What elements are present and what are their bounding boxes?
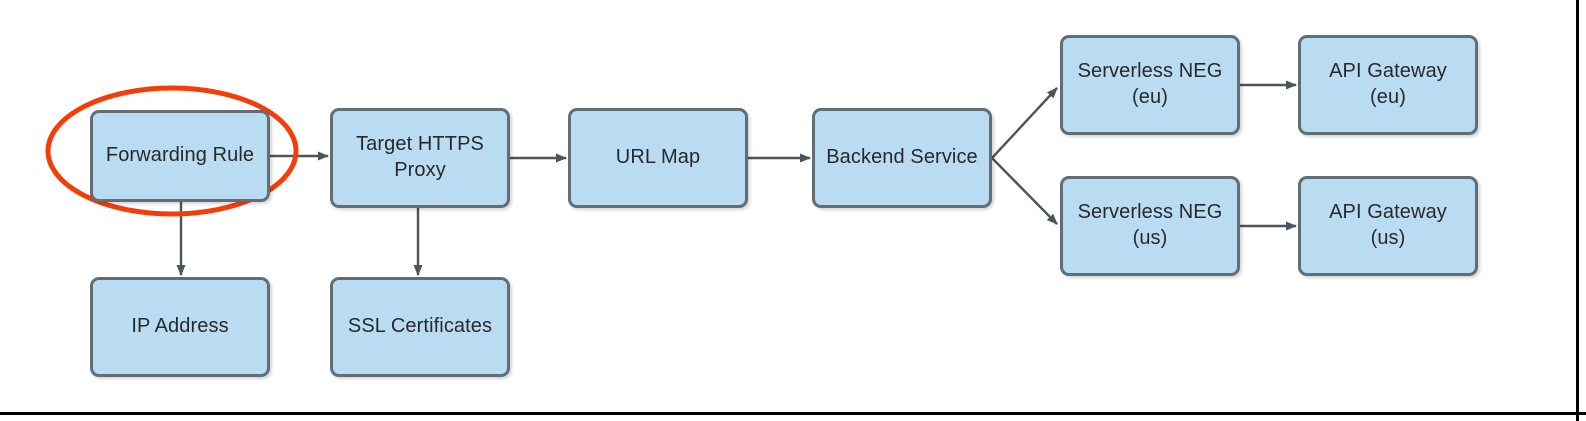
frame-bottom-rule: [0, 412, 1586, 415]
node-api-gateway-eu[interactable]: API Gateway(eu): [1298, 35, 1478, 135]
node-label-api-gateway-us: API Gateway(us): [1329, 201, 1447, 249]
node-serverless-neg-eu[interactable]: Serverless NEG(eu): [1060, 35, 1240, 135]
node-forwarding-rule[interactable]: Forwarding Rule: [90, 110, 270, 202]
edge-backend-service-to-serverless-neg-us: [991, 157, 1058, 225]
node-label-backend-service: Backend Service: [826, 146, 978, 169]
frame-right-rule: [1576, 0, 1579, 421]
node-label-serverless-neg-us: Serverless NEG(us): [1077, 201, 1223, 249]
edge-backend-service-to-serverless-neg-eu: [991, 87, 1058, 159]
node-url-map[interactable]: URL Map: [568, 108, 748, 208]
node-api-gateway-us[interactable]: API Gateway(us): [1298, 176, 1478, 276]
node-label-forwarding-rule: Forwarding Rule: [105, 144, 255, 167]
node-backend-service[interactable]: Backend Service: [812, 108, 992, 208]
node-label-ip-address: IP Address: [131, 315, 229, 338]
node-ip-address[interactable]: IP Address: [90, 277, 270, 377]
node-label-serverless-neg-eu: Serverless NEG(eu): [1077, 60, 1223, 108]
node-label-api-gateway-eu: API Gateway(eu): [1329, 60, 1447, 108]
node-serverless-neg-us[interactable]: Serverless NEG(us): [1060, 176, 1240, 276]
node-label-url-map: URL Map: [615, 146, 701, 169]
node-label-ssl-certificates: SSL Certificates: [347, 315, 493, 338]
node-ssl-certificates[interactable]: SSL Certificates: [330, 277, 510, 377]
